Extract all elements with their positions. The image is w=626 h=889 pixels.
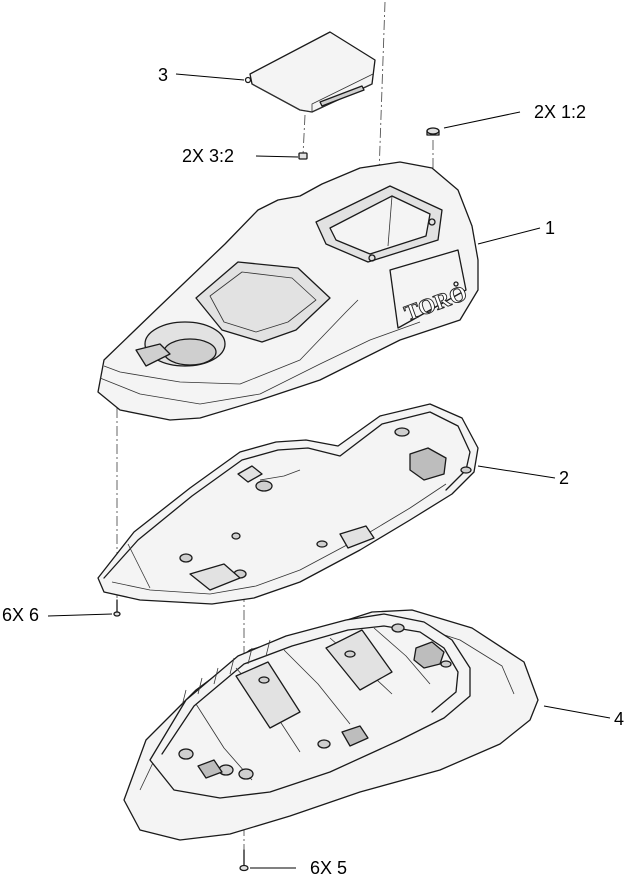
fastener-3-2: [298, 152, 308, 160]
part-1-console-housing: TORO: [97, 161, 479, 421]
callout-6x-5: 6X 5: [310, 858, 348, 878]
callout-2: 2: [559, 468, 570, 488]
leader-lines: [47, 73, 611, 869]
screw-5: [239, 849, 249, 872]
part-3-cover: [244, 31, 376, 113]
part-2-inner-tray: [97, 403, 479, 605]
fastener-1-2: [426, 127, 440, 136]
part-4-base: [123, 609, 539, 841]
screw-6: [113, 599, 121, 617]
callout-4: 4: [614, 709, 625, 729]
callout-2x-1-2: 2X 1:2: [534, 102, 587, 122]
callout-1: 1: [545, 218, 556, 238]
callout-3: 3: [158, 65, 169, 85]
callout-6x-6: 6X 6: [2, 605, 40, 625]
callout-2x-3-2: 2X 3:2: [182, 146, 235, 166]
